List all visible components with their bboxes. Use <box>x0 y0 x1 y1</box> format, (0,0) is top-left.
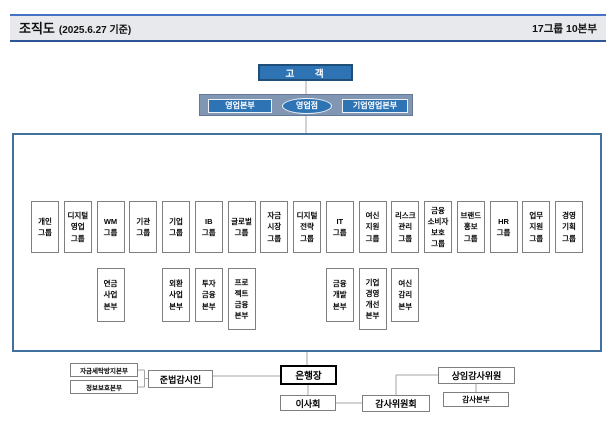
corporate-sales-division-box: 기업영업본부 <box>342 98 408 113</box>
group-box-global: 글로벌 그룹 <box>227 201 256 253</box>
group-division-count: 17그룹 10본부 <box>532 22 597 35</box>
group-box-credit-support: 여신 지원 그룹 <box>358 201 387 253</box>
aml-division-box: 자금세탁방지본부 <box>70 363 138 377</box>
group-box-corporate: 기업 그룹 <box>162 201 190 253</box>
branch-ellipse: 영업점 <box>282 97 332 114</box>
compliance-officer-box: 준법감시인 <box>148 370 213 388</box>
group-box-it: IT 그룹 <box>325 201 354 253</box>
group-box-risk-management: 리스크 관리 그룹 <box>391 201 420 253</box>
group-box-wm: WM 그룹 <box>96 201 125 253</box>
sales-channel-band: 영업본부 영업점 기업영업본부 <box>199 94 413 116</box>
audit-division-box: 감사본부 <box>443 392 509 407</box>
board-box: 이사회 <box>280 395 336 411</box>
division-box-financial-development: 금융 개발 본부 <box>325 268 354 322</box>
group-box-consumer-protection: 금융 소비자 보호 그룹 <box>424 201 452 253</box>
division-box-project-finance: 프로 젝트 금융 본부 <box>227 268 256 330</box>
customer-box: 고 객 <box>258 64 353 81</box>
group-box-institutional: 기관 그룹 <box>129 201 158 253</box>
info-security-division-box: 정보보호본부 <box>70 380 138 394</box>
page-title: 조직도 <box>19 21 55 36</box>
header-left: 조직도(2025.6.27 기준) <box>19 18 131 38</box>
group-box-business-support: 업무 지원 그룹 <box>522 201 551 253</box>
group-box-digital-sales: 디지털 영업 그룹 <box>63 201 92 253</box>
group-box-brand-pr: 브랜드 홍보 그룹 <box>456 201 485 253</box>
standing-auditor-box: 상임감사위원 <box>438 367 515 384</box>
ceo-box: 은행장 <box>280 365 337 385</box>
group-box-planning: 경영 기획 그룹 <box>555 201 583 253</box>
as-of-date: (2025.6.27 기준) <box>58 25 132 36</box>
group-box-hr: HR 그룹 <box>489 201 518 253</box>
division-box-fx-business: 외환 사업 본부 <box>162 268 190 322</box>
header-bar: 조직도(2025.6.27 기준) 17그룹 10본부 <box>10 14 606 42</box>
group-box-digital-strategy: 디지털 전략 그룹 <box>293 201 321 253</box>
group-box-treasury-markets: 자금 시장 그룹 <box>260 201 289 253</box>
group-box-ib: IB 그룹 <box>194 201 223 253</box>
audit-committee-box: 감사위원회 <box>362 395 430 412</box>
group-box-personal: 개인 그룹 <box>31 201 59 253</box>
sales-division-box: 영업본부 <box>208 98 272 113</box>
division-box-investment-finance: 투자 금융 본부 <box>194 268 223 322</box>
division-box-pension-business: 연금 사업 본부 <box>96 268 125 322</box>
division-box-corporate-restructuring: 기업 경영 개선 본부 <box>358 268 387 330</box>
division-box-credit-review: 여신 감리 본부 <box>391 268 420 322</box>
